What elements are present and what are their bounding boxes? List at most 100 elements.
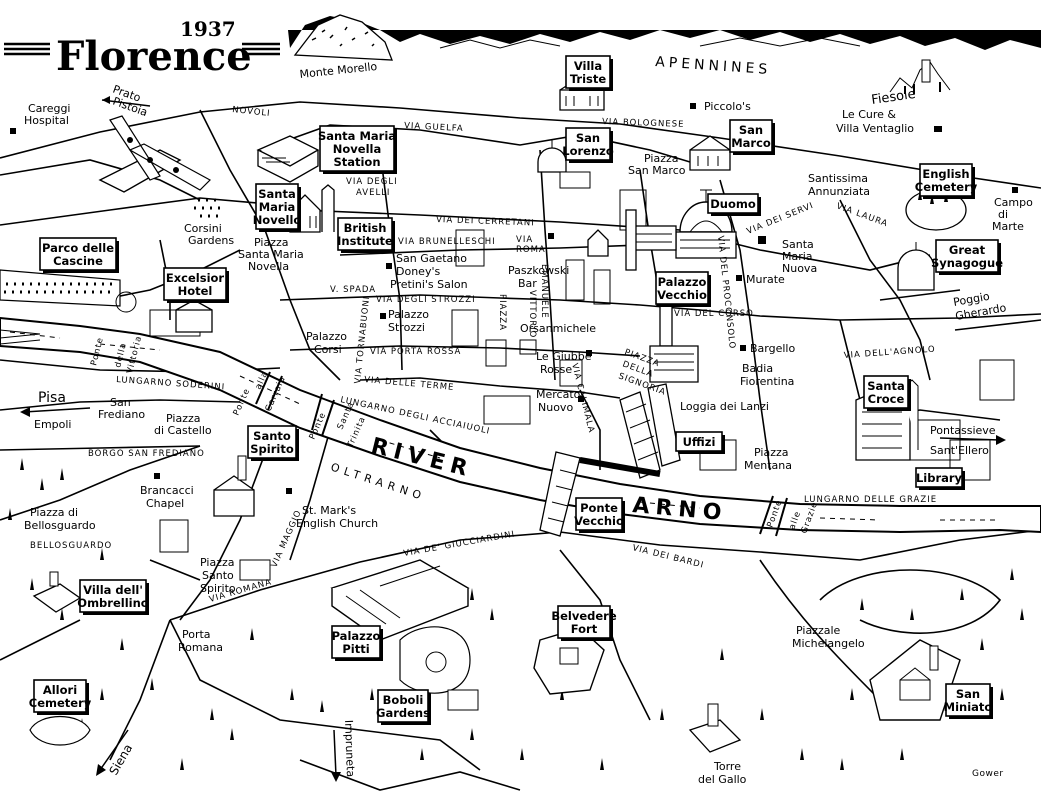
label-box-parco-cascine-line: Parco delle: [42, 241, 114, 255]
label-box-great-synagogue-line: Synagogue: [931, 256, 1003, 270]
label-box-santo-spirito-line: Spirito: [250, 442, 294, 456]
label-box-excelsior-hotel-line: Excelsior: [166, 271, 225, 285]
label-gower: Gower: [972, 769, 1004, 779]
label-corsini-1: Corsini: [184, 222, 222, 235]
label-san-frediano-1: San: [110, 396, 131, 409]
excelsior-hotel-icon: [175, 299, 213, 333]
label-box-belvedere-fort-line: Belvedere: [551, 609, 617, 623]
label-box-sm-novella-station-line: Santa Maria: [318, 129, 396, 143]
label-mentana-1: Piazza: [754, 446, 788, 459]
label-careggi-2: Hospital: [24, 114, 69, 127]
label-box-san-marco-line: San: [739, 123, 763, 137]
label-box-sm-novella-station-line: Novella: [333, 142, 381, 156]
street-via-strozzi: VIA DEGLI STROZZI: [376, 295, 476, 305]
label-paszkowski-1: Paszkowski: [508, 264, 569, 277]
label-piazza-smn-2: Santa Maria: [238, 248, 304, 261]
label-box-santo-spirito-line: Santo: [253, 429, 291, 443]
street-piazza-vittorio-3: EMANUELE: [539, 264, 549, 319]
label-box-villa-triste-line: Villa: [574, 59, 602, 73]
label-badia-1: Badia: [742, 362, 773, 375]
route-pisa: Pisa: [38, 390, 66, 406]
label-st-marks-2: English Church: [296, 517, 378, 530]
station-building-icon: [256, 135, 320, 183]
label-piazza-smn-1: Piazza: [254, 236, 288, 249]
street-via-roma-1: VIA: [516, 235, 533, 245]
label-box-british-institute-line: Institute: [337, 234, 393, 248]
street-via-bolognese: VIA BOLOGNESE: [602, 117, 685, 130]
label-torre-gallo-2: del Gallo: [698, 773, 747, 786]
label-novoli: NOVOLI: [232, 105, 271, 119]
street-via-porta-rossa: VIA PORTA ROSSA: [370, 347, 461, 357]
label-piccolos: Piccolo's: [704, 100, 751, 113]
street-via-roma-2: ROMA: [516, 245, 546, 255]
place-labels: Careggi Hospital NOVOLI Piccolo's Le Cur…: [24, 100, 1033, 786]
route-empoli: Empoli: [34, 418, 72, 431]
label-poggio-1: Poggio: [952, 290, 991, 309]
santo-spirito-icon: [213, 455, 255, 517]
street-via-agnolo: VIA DELL'AGNOLO: [844, 345, 936, 361]
fiesole-town: [889, 59, 951, 94]
label-box-palazzo-pitti-line: Pitti: [342, 642, 369, 656]
street-via-degli-avelli-2: AVELLI: [356, 188, 390, 198]
label-bellosguardo-piazza-2: Bellosguardo: [24, 519, 96, 532]
label-box-library: Library: [915, 467, 965, 490]
label-box-santa-croce-line: Santa: [867, 379, 905, 393]
label-sm-nuova-3: Nuova: [782, 262, 817, 275]
belvedere-fort-icon: [533, 627, 605, 695]
airplane-icon: [98, 115, 211, 193]
street-via-guicciardini: VIA DE' GIUCCIARDINI: [403, 529, 516, 558]
label-box-ponte-vecchio-line: Vecchio: [574, 514, 624, 528]
label-box-uffizi: Uffizi: [675, 431, 725, 454]
title-text: Florence: [56, 33, 252, 80]
villa-ombrellino-icon: [32, 571, 82, 613]
san-marco-icon: [689, 135, 731, 171]
label-box-british-institute-line: British: [344, 221, 387, 235]
label-sm-nuova-2: Maria: [782, 250, 813, 263]
label-box-santa-maria-novello-line: Maria: [259, 200, 296, 214]
label-piazza-santo-spirito-2: Santo: [202, 569, 234, 582]
place-markers: [10, 103, 1018, 494]
label-loggia: Loggia dei Lanzi: [680, 400, 769, 413]
label-box-allori-cemetery-line: Cemetery: [29, 696, 92, 710]
label-bargello: Bargello: [750, 342, 795, 355]
street-via-degli-avelli-1: VIA DEGLI: [346, 177, 398, 187]
uffizi-icon: [619, 383, 681, 479]
label-box-duomo: Duomo: [707, 193, 761, 216]
label-box-palazzo-vecchio-line: Palazzo: [658, 275, 707, 289]
label-bellosguardo: BELLOSGUARDO: [30, 541, 112, 551]
label-box-great-synagogue-line: Great: [949, 243, 986, 257]
street-via-guelfa: VIA GUELFA: [404, 121, 464, 134]
label-palazzo-strozzi-1: Palazzo: [388, 308, 429, 321]
label-box-boboli-gardens-line: Boboli: [383, 693, 424, 707]
label-mercato-2: Nuovo: [538, 401, 573, 414]
label-box-villa-ombrellino: Villa dell'Ombrellino: [77, 579, 149, 615]
route-santellero: Sant'Ellero: [930, 444, 989, 457]
label-box-allori-cemetery-line: Allori: [43, 683, 77, 697]
route-pontassieve: Pontassieve: [930, 424, 996, 437]
label-san-frediano-2: Frediano: [98, 408, 145, 421]
street-via-tornabuoni: VIA TORNABUONI: [353, 295, 372, 384]
label-box-san-miniato-line: Miniato: [944, 700, 993, 714]
label-box-sm-novella-station-line: Station: [333, 155, 380, 169]
label-brancacci-2: Chapel: [146, 497, 184, 510]
san-lorenzo-dome-icon: [537, 140, 591, 189]
label-le-cure-1: Le Cure &: [842, 108, 896, 121]
label-fiesole: Fiesole: [870, 87, 916, 108]
label-box-villa-ombrellino-line: Villa dell': [83, 583, 143, 597]
label-bellosguardo-piazza-1: Piazza di: [30, 506, 78, 519]
label-le-cure-2: Villa Ventaglio: [836, 122, 914, 135]
allori-cemetery-icon: [29, 715, 91, 746]
label-box-palazzo-vecchio-line: Vecchio: [657, 288, 707, 302]
